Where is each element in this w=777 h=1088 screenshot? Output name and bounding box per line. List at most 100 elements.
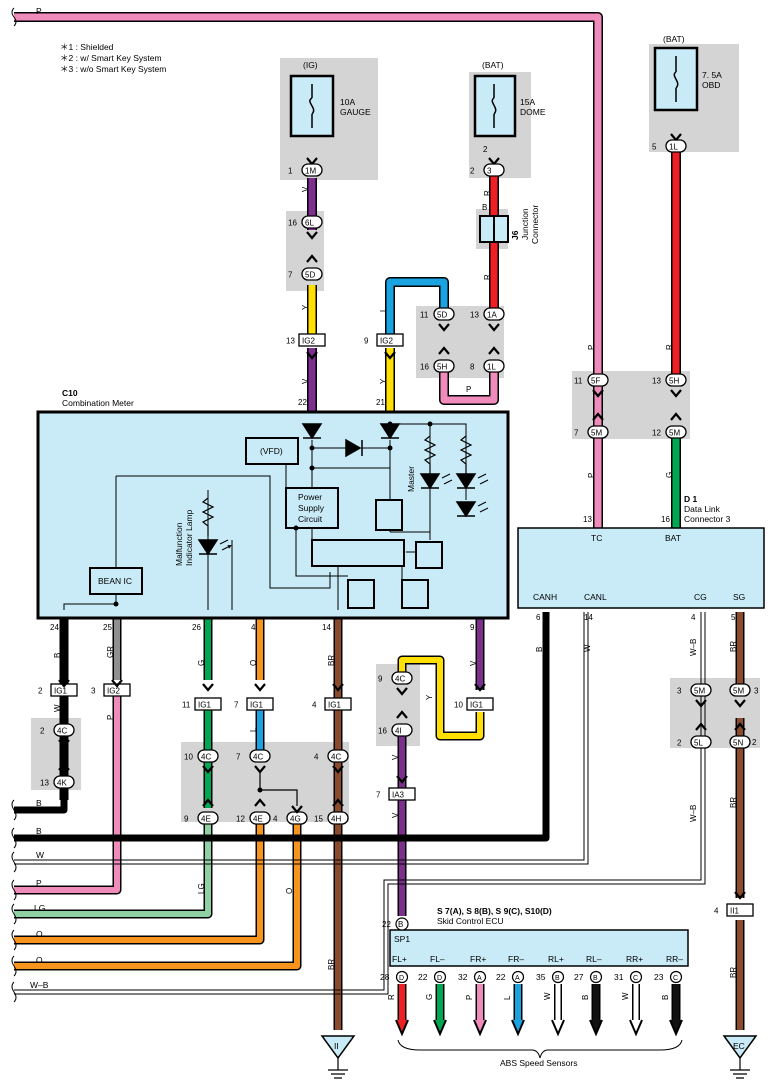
- skid-conn-label: D: [437, 975, 442, 982]
- connector-pill: [391, 671, 413, 685]
- connector-label: IG1: [470, 701, 483, 710]
- connector-label: 4C: [57, 727, 67, 736]
- connector-chevron: [306, 351, 318, 360]
- wire-color-label: O: [249, 660, 258, 666]
- wire-color-label: O: [285, 888, 294, 894]
- pin-number: 9: [470, 623, 475, 632]
- connector-label: 5D: [437, 311, 447, 320]
- wire-color-label: L: [249, 727, 258, 732]
- connector-pill: [301, 215, 323, 229]
- connector-pin: 2: [470, 167, 475, 176]
- fuse-gauge: [289, 74, 335, 138]
- pin-number: 4: [251, 623, 256, 632]
- skid-pin-circle: [511, 970, 525, 984]
- malfunction-label-1: Malfunction: [174, 522, 184, 566]
- skid-conn-label: A: [477, 975, 482, 982]
- wire-o-4g: [14, 824, 302, 971]
- connector-chevron: [695, 699, 707, 708]
- connector-chevron: [291, 805, 303, 814]
- connector-pin: 8: [470, 363, 475, 372]
- connector-label: 1L: [669, 143, 678, 152]
- fuse-obd-name: OBD: [702, 80, 720, 90]
- dlc-sg: SG: [733, 592, 745, 602]
- connector-box: [246, 697, 274, 711]
- dlc-id: D 1: [684, 494, 698, 504]
- skid-terminal-label: RL+: [548, 954, 564, 964]
- wire-color-label: Y: [425, 694, 434, 700]
- connector-pill: [587, 373, 609, 387]
- wire-color-label: R: [483, 190, 492, 196]
- connector-label: 4E: [253, 815, 263, 824]
- wire-color-label: P: [587, 473, 596, 478]
- fuse-ig-source: (IG): [303, 60, 318, 70]
- skid-name: Skid Control ECU: [437, 916, 504, 926]
- wire-color-label: P: [466, 385, 471, 394]
- fuse-dome-source: (BAT): [482, 60, 504, 70]
- connector-pin: 7: [288, 271, 293, 280]
- connector-pill: [690, 735, 712, 749]
- connector-pin: 3: [91, 687, 96, 696]
- connector-pin: 11: [420, 311, 429, 320]
- combination-meter-box: [36, 410, 510, 620]
- wire-color-label: B: [535, 647, 544, 652]
- sensor-arrow: [589, 1019, 603, 1037]
- edge-wire-wb: W–B: [30, 980, 49, 990]
- vfd-label: (VFD): [260, 446, 283, 456]
- connector-chevron: [306, 231, 318, 240]
- connector-pin: 7: [376, 791, 381, 800]
- skid-pin-label: 28: [380, 972, 390, 982]
- connector-chevron: [384, 351, 396, 360]
- skid-terminal-label: FL–: [430, 954, 445, 964]
- dlc3-box: [517, 527, 765, 609]
- connector-pin: 7: [574, 429, 579, 438]
- j6-name1: Junction: [520, 208, 530, 240]
- connector-label: IG2: [107, 687, 120, 696]
- connector-label: 5L: [694, 739, 703, 748]
- skid-pin-circle: [433, 970, 447, 984]
- connector-pin: 13: [470, 311, 479, 320]
- sensor-arrow: [433, 1019, 447, 1037]
- note-3: ＊3 : w/o Smart Key System: [60, 64, 166, 74]
- wire-color-label: V: [391, 812, 400, 818]
- connector-chevron: [58, 762, 70, 771]
- text-labels: ＊1 : Shielded ＊2 : w/ Smart Key System ＊…: [30, 6, 745, 1068]
- edge-wire-w: W: [36, 850, 44, 860]
- edge-wire-b-1: B: [36, 798, 42, 808]
- connector-chevron: [474, 683, 486, 692]
- connector-box: [726, 903, 754, 917]
- connector-box: [324, 697, 352, 711]
- connector-chevron: [734, 722, 746, 731]
- skid-terminal-label: RR+: [626, 954, 643, 964]
- wire-color-label: W: [583, 644, 592, 652]
- svg-text:2: 2: [483, 145, 488, 154]
- connector-pill: [729, 735, 751, 749]
- connector-label: 1M: [305, 167, 316, 176]
- wire-color-label: G: [665, 472, 674, 478]
- connector-pill: [433, 359, 455, 373]
- skid-terminal-label: FR+: [470, 954, 486, 964]
- connector-box: [50, 683, 78, 697]
- j6-id: J6: [510, 230, 520, 240]
- connector-box: [194, 697, 222, 711]
- connector-pill: [53, 723, 75, 737]
- connector-pin: 16: [378, 727, 387, 736]
- connector-pill: [197, 811, 219, 825]
- connector-chevron: [670, 389, 682, 398]
- malfunction-label-2: Indicator Lamp: [184, 510, 194, 566]
- connector-chevron: [396, 687, 408, 696]
- dlc-name2: Connector 3: [684, 514, 731, 524]
- connector-label: 5M: [591, 429, 602, 438]
- connector-pill: [483, 163, 505, 177]
- wire-color-label: P: [587, 345, 596, 350]
- connector-pill: [665, 425, 687, 439]
- connector-label: 4I: [395, 727, 402, 736]
- connector-pill: [587, 425, 609, 439]
- connector-pin: 3: [754, 687, 759, 696]
- skid-pin-circle: [589, 970, 603, 984]
- wire-color-label: Y: [301, 304, 310, 310]
- skid-pin-label: 27: [574, 972, 584, 982]
- connector-pill: [391, 723, 413, 737]
- connector-label: IG1: [54, 687, 67, 696]
